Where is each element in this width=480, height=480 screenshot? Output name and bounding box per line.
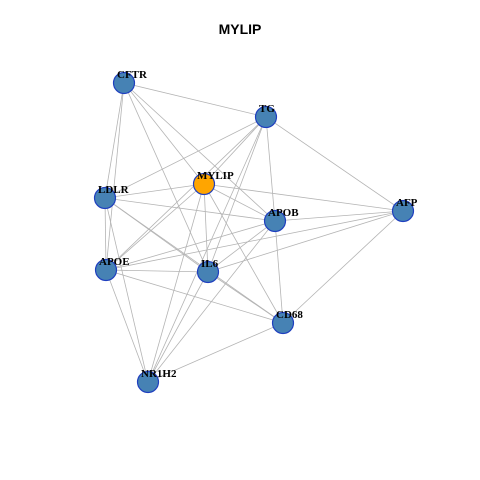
edge-apoe-il6 <box>105 269 209 273</box>
edge-afp-cd68 <box>282 210 404 324</box>
edge-ldlr-nr1h2 <box>104 197 149 383</box>
edge-il6-cd68 <box>207 271 284 324</box>
node-mylip: MYLIP <box>192 170 234 196</box>
node-label-apoe: APOE <box>99 256 130 268</box>
edge-ldlr-apob <box>104 197 276 222</box>
edge-tg-il6 <box>207 116 267 273</box>
node-label-mylip: MYLIP <box>197 170 234 182</box>
edge-tg-apob <box>265 116 276 222</box>
edge-ldlr-apoe <box>104 197 107 271</box>
edge-afp-il6 <box>207 210 404 273</box>
edge-apob-apoe <box>105 220 276 271</box>
node-circle-nr1h2 <box>136 370 160 394</box>
edge-cftr-apob <box>123 82 276 222</box>
edge-cd68-nr1h2 <box>147 322 284 383</box>
edge-cftr-tg <box>123 82 267 118</box>
edge-tg-afp <box>265 116 404 212</box>
edge-mylip-afp <box>203 183 404 212</box>
node-label-nr1h2: NR1H2 <box>141 368 177 380</box>
node-circle-cftr <box>112 71 136 95</box>
edge-apoe-nr1h2 <box>105 269 149 383</box>
edge-cftr-il6 <box>123 82 209 273</box>
node-label-afp: AFP <box>396 197 418 209</box>
node-label-cftr: CFTR <box>117 69 148 81</box>
node-tg: TG <box>254 103 278 129</box>
node-circle-cd68 <box>271 311 295 335</box>
node-circle-tg <box>254 105 278 129</box>
edge-tg-mylip <box>203 116 267 185</box>
graph-title: MYLIP <box>218 21 262 37</box>
node-circle-mylip <box>192 172 216 196</box>
node-label-cd68: CD68 <box>276 309 303 321</box>
edge-apob-afp <box>274 210 404 222</box>
node-circle-apob <box>263 209 287 233</box>
node-label-tg: TG <box>259 103 275 115</box>
edge-mylip-apob <box>203 183 276 222</box>
edge-tg-apoe <box>105 116 267 271</box>
edge-cftr-ldlr <box>104 82 125 199</box>
edge-cftr-apoe <box>105 82 125 271</box>
edge-ldlr-mylip <box>104 183 205 199</box>
edge-cftr-mylip <box>123 82 205 185</box>
node-cftr: CFTR <box>112 69 148 95</box>
node-circle-afp <box>391 199 415 223</box>
node-circle-ldlr <box>93 186 117 210</box>
node-il6: IL6 <box>196 258 220 284</box>
edge-layer <box>104 82 404 383</box>
edge-ldlr-cd68 <box>104 197 284 324</box>
node-apob: APOB <box>263 207 299 233</box>
node-label-ldlr: LDLR <box>98 184 130 196</box>
edge-apob-cd68 <box>274 220 284 324</box>
node-apoe: APOE <box>94 256 130 282</box>
edge-mylip-nr1h2 <box>147 183 205 383</box>
node-ldlr: LDLR <box>93 184 130 210</box>
node-label-apob: APOB <box>268 207 299 219</box>
edge-tg-ldlr <box>104 116 267 199</box>
node-label-il6: IL6 <box>201 258 219 270</box>
node-afp: AFP <box>391 197 418 223</box>
edge-apob-il6 <box>207 220 276 273</box>
edge-afp-apoe <box>105 210 404 271</box>
node-cd68: CD68 <box>271 309 303 335</box>
edge-mylip-il6 <box>203 183 209 273</box>
edge-mylip-cd68 <box>203 183 284 324</box>
edge-il6-nr1h2 <box>147 271 209 383</box>
node-circle-apoe <box>94 258 118 282</box>
node-circle-il6 <box>196 260 220 284</box>
edge-mylip-apoe <box>105 183 205 271</box>
node-nr1h2: NR1H2 <box>136 368 177 394</box>
